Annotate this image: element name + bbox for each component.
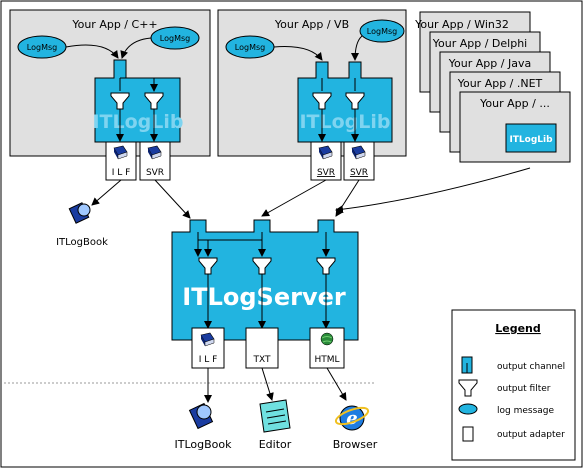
magnifier-icon — [77, 203, 91, 217]
log-message-ellipse — [359, 19, 405, 43]
legend-item-label: output filter — [497, 384, 551, 394]
message-arrow — [273, 46, 323, 61]
editor-icon — [259, 399, 291, 433]
itlogbook-top: ITLogBook — [56, 179, 122, 248]
log-message-label: LogMsg — [235, 43, 265, 52]
message-arrow — [65, 44, 119, 59]
browser-output: e Browser — [333, 405, 378, 451]
app-cpp-title: Your App / C++ — [71, 18, 157, 31]
itlogserver-group: ITLogServer — [171, 219, 359, 341]
app-stack-group: Your App / Win32 Your App / Delphi Your … — [414, 11, 571, 163]
app-vb-group: Your App / VB LogMsg LogMsg ITLogLib — [217, 9, 407, 157]
itloglib-label: ITLogLib — [92, 111, 183, 133]
app-stack-title: Your App / .NET — [457, 77, 543, 90]
itloglib-label: ITLogLib — [299, 111, 390, 133]
message-arrow — [120, 37, 152, 59]
app-stack-title: Your App / ... — [479, 97, 550, 110]
app-stack-title: Your App / Win32 — [414, 18, 509, 31]
output-adapter-icon — [462, 426, 474, 442]
adapter-label: HTML — [314, 355, 339, 365]
adapter-label: SVR — [350, 168, 368, 178]
connector-arrow — [335, 167, 531, 214]
adapter-srv-html: HTML — [309, 327, 345, 369]
app-stack-title: Your App / Java — [448, 57, 531, 70]
log-message-label: LogMsg — [27, 43, 57, 52]
log-message-icon — [458, 403, 478, 415]
itloglib-mini-label: ITLogLib — [509, 135, 553, 145]
message-arrow — [351, 35, 363, 61]
svg-text:e: e — [346, 408, 357, 429]
legend-title: Legend — [495, 322, 541, 335]
legend: Legend output channel output filter log … — [451, 309, 576, 461]
itlogserver-label: ITLogServer — [182, 283, 346, 311]
itlogbook-label: ITLogBook — [175, 438, 233, 451]
adapter-cpp-svr: SVR — [139, 141, 171, 181]
legend-item-label: log message — [497, 406, 554, 416]
browser-label: Browser — [333, 438, 378, 451]
adapter-vb-svr-2: SVR — [343, 141, 375, 181]
adapter-srv-ilf: I L F — [191, 327, 225, 369]
log-message-label: LogMsg — [160, 34, 190, 43]
adapter-label: TXT — [252, 355, 271, 365]
editor-output: Editor — [259, 399, 292, 451]
app-cpp-group: Your App / C++ LogMsg LogMsg ITLogLib — [9, 9, 211, 157]
editor-label: Editor — [259, 438, 292, 451]
adapter-cpp-ilf: I L F — [105, 141, 137, 181]
legend-item-label: output channel — [497, 362, 565, 372]
magnifier-icon — [196, 404, 212, 420]
legend-item-label: output adapter — [497, 430, 565, 440]
itlogserver-block — [171, 219, 359, 341]
connector-arrow — [154, 179, 191, 219]
app-stack-title: Your App / Delphi — [432, 37, 527, 50]
adapter-srv-txt: TXT — [245, 327, 279, 369]
connector-arrow — [261, 179, 327, 217]
log-message-label: LogMsg — [367, 27, 397, 36]
adapter-label: SVR — [317, 168, 335, 178]
app-vb-title: Your App / VB — [274, 18, 349, 31]
adapter-label: I L F — [112, 168, 131, 178]
itlogbook-bottom: ITLogBook — [175, 402, 233, 451]
adapter-vb-svr-1: SVR — [310, 141, 342, 181]
globe-icon — [320, 332, 334, 346]
itlogbook-label: ITLogBook — [56, 237, 108, 248]
adapter-label: SVR — [146, 168, 164, 178]
adapter-label: I L F — [199, 355, 218, 365]
itloglib-mini-block — [505, 123, 557, 153]
